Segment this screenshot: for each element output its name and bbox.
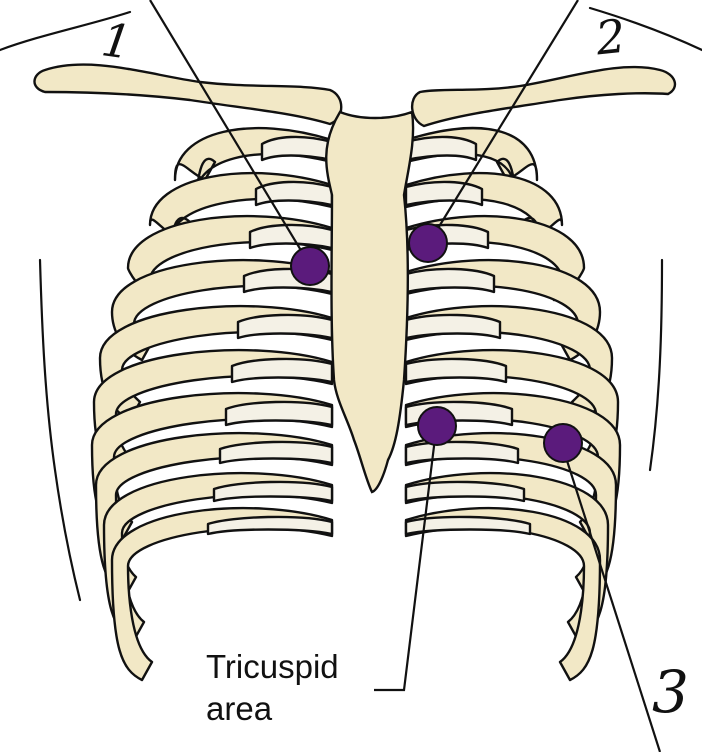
right-costal-cartilage-4	[404, 267, 496, 294]
left-costal-cartilage-2	[254, 180, 334, 207]
right-costal-cartilage-8	[404, 440, 520, 465]
pointer-line-3	[560, 444, 662, 752]
right-costal-cartilage-2	[404, 180, 484, 207]
right-clavicle	[411, 65, 677, 128]
clavicles	[33, 63, 677, 128]
right-rib-10	[404, 506, 602, 682]
sternum	[325, 110, 415, 494]
right-costal-cartilage-1	[404, 135, 478, 162]
right-costal-cartilage-9	[404, 480, 526, 503]
right-costal-cartilage-6	[404, 357, 508, 384]
label-2: 2	[593, 8, 629, 66]
left-costal-cartilage-9	[212, 480, 334, 503]
pointer-line-1	[149, 0, 309, 263]
right-costal-cartilage-10	[404, 515, 532, 536]
auscultation-markers	[290, 223, 583, 463]
pointer-line-2	[431, 0, 579, 239]
left-costal-cartilage-7	[224, 400, 334, 427]
left-costal-cartilage-1	[260, 135, 334, 162]
pulmonic-area-marker	[408, 223, 448, 263]
left-costal-cartilage-3	[248, 223, 334, 250]
left-costal-cartilage-6	[230, 357, 334, 384]
label-3: 3	[652, 658, 689, 726]
mitral-area-marker	[543, 423, 583, 463]
torso-outline	[0, 6, 702, 602]
right-costal-cartilage-5	[404, 313, 502, 340]
tricuspid-label-line1: Tricuspid	[206, 648, 339, 685]
pointer-lines	[149, 0, 662, 752]
left-costal-cartilage-8	[218, 440, 334, 465]
pointer-line-tricuspid	[374, 429, 438, 692]
left-clavicle	[33, 63, 343, 126]
tricuspid-label-line2: area	[206, 690, 273, 727]
right-ribs	[404, 127, 622, 682]
left-ribs	[90, 126, 334, 682]
left-costal-cartilage-10	[206, 515, 334, 536]
left-costal-cartilage-5	[236, 313, 334, 340]
tricuspid-area-marker	[417, 406, 457, 446]
aortic-area-marker	[290, 246, 330, 286]
